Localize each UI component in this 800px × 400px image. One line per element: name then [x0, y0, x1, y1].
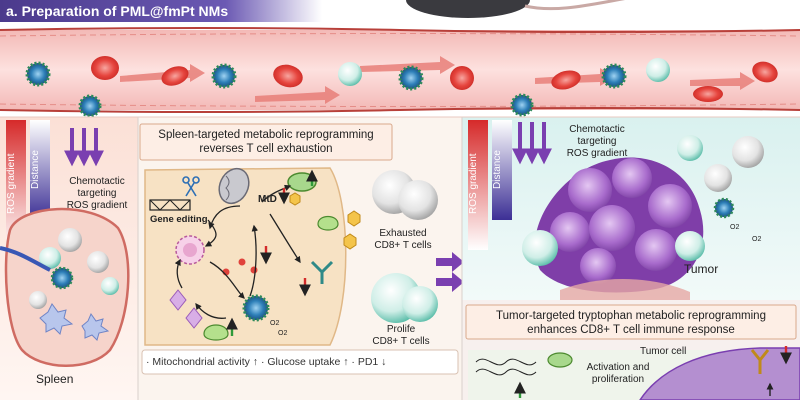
spleen-panel — [0, 117, 138, 400]
exhausted-t-cells-label: Exhausted CD8+ T cells — [374, 228, 432, 251]
o2-label-2: O2 — [278, 330, 288, 337]
reprogramming-outcomes: · Mitochondrial activity ↑ · Glucose upt… — [146, 356, 387, 368]
arrow-up-icon — [226, 169, 318, 336]
nanoparticle-icon — [25, 61, 627, 118]
chemotactic-label-right: Chemotactic targeting ROS gradient — [566, 124, 628, 159]
tumor-label: Tumor — [684, 262, 719, 276]
activation-proliferation-label: Activation and proliferation — [586, 362, 650, 385]
tumor-mass-icon — [534, 157, 704, 300]
dna-helix-icon — [149, 199, 191, 211]
mouse-icon — [406, 0, 626, 18]
chemotactic-label-left: Chemotactic targeting ROS gradient — [66, 176, 128, 211]
figure-title: a. Preparation of PML@fmPt NMs — [0, 0, 322, 22]
macrophage-icon — [39, 303, 110, 341]
red-blood-cell-icon — [91, 56, 778, 102]
tumor-reprogramming-title: Tumor-targeted tryptophan metabolic repr… — [496, 310, 766, 336]
t-cell-icon — [338, 58, 670, 86]
tumor-panel — [462, 117, 800, 400]
center-panel — [138, 117, 464, 400]
ros-gradient-label-left: ROS gradient — [6, 153, 17, 215]
gene-editing-label: Gene editing — [150, 214, 208, 225]
tumor-o2-label-1: O2 — [730, 224, 740, 231]
tumor-o2-label-2: O2 — [752, 236, 762, 243]
ros-gradient-label-right: ROS gradient — [468, 153, 479, 215]
proliferating-t-cells-label: Prolife CD8+ T cells — [372, 324, 430, 347]
spleen-label: Spleen — [36, 372, 74, 386]
center-panel-title: Spleen-targeted metabolic reprogramming … — [158, 129, 374, 155]
arrow-down-icon — [260, 188, 311, 297]
distance-label-left: Distance — [30, 150, 41, 190]
tumor-cell-label: Tumor cell — [640, 346, 687, 357]
o2-label-1: O2 — [270, 320, 280, 327]
distance-label-right: Distance — [492, 150, 503, 190]
scissors-icon — [182, 176, 200, 197]
mtd-label: MtD — [258, 194, 277, 205]
